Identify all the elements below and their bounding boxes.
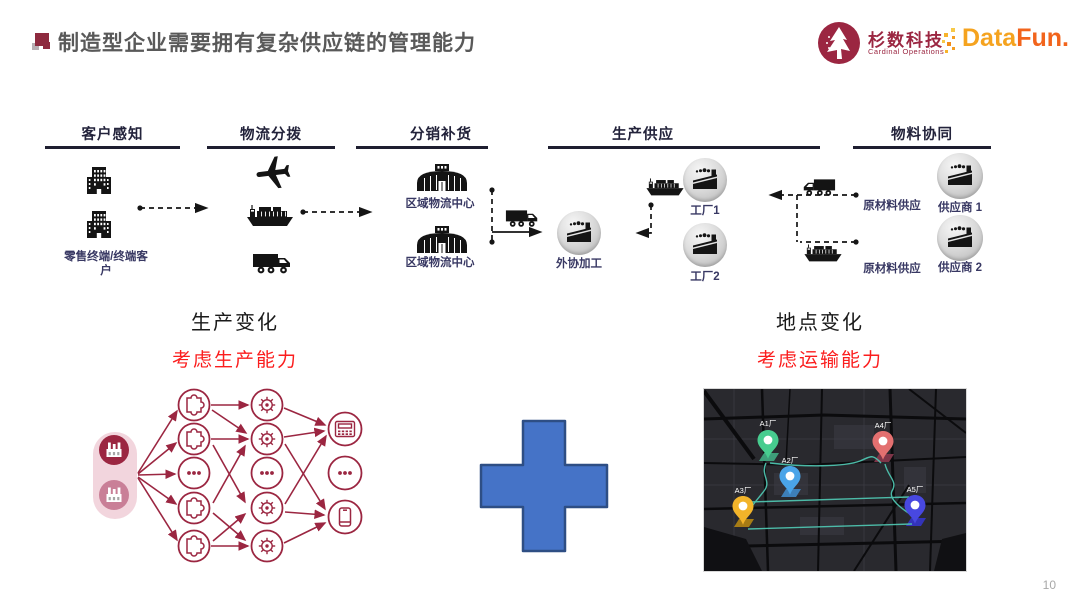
column-underline — [45, 146, 180, 149]
supplier1-label: 供应商 1 — [937, 202, 983, 214]
map-pin-a3 — [732, 496, 754, 525]
pin-label-a1: A1厂 — [759, 419, 777, 428]
cardinal-logo-name: 杉数科技 — [868, 31, 944, 50]
factory2-node — [683, 223, 727, 267]
factory2-label: 工厂2 — [690, 271, 720, 283]
truck-icon — [505, 210, 538, 227]
airplane-icon — [256, 156, 291, 189]
pin-base — [781, 489, 801, 497]
cargo-ship-icon — [247, 205, 293, 226]
cardinal-logo-icon — [818, 22, 860, 64]
retail-terminal-label: 零售终端/终端客户 — [64, 251, 148, 278]
outsource-factory-node — [557, 211, 601, 255]
pin-label-a3: A3厂 — [734, 486, 752, 495]
column-header-material: 物料协同 — [891, 127, 953, 143]
supplier2-node — [937, 215, 983, 261]
column-header-logistics: 物流分拨 — [240, 127, 302, 143]
title-bullet-icon — [31, 33, 53, 51]
map-pin-a5 — [904, 495, 926, 524]
cardinal-logo-subtitle: Cardinal Operations — [868, 47, 945, 56]
rdc-label: 区域物流中心 — [405, 257, 475, 269]
datafun-logo-part1: Data — [962, 24, 1017, 52]
factory-icon — [693, 233, 717, 254]
column-underline — [548, 146, 820, 149]
map-routes — [745, 456, 914, 530]
warehouse-icon — [417, 164, 467, 191]
left-section-title: 生产变化 — [191, 312, 279, 334]
column-underline — [356, 146, 488, 149]
pin-base — [759, 453, 779, 461]
factory-icon — [948, 226, 972, 247]
datafun-logo: DataFun. — [962, 24, 1069, 53]
pin-label-a5: A5厂 — [906, 485, 924, 494]
map-pin-a1 — [757, 430, 779, 459]
pin-label-a4: A4厂 — [874, 421, 892, 430]
factory-icon — [567, 221, 591, 242]
raw-material-label: 原材料供应 — [863, 200, 921, 212]
raw-material-label: 原材料供应 — [863, 263, 921, 275]
column-underline — [207, 146, 335, 149]
outsource-label: 外协加工 — [556, 258, 602, 270]
pin-label-a2: A2厂 — [781, 456, 799, 465]
transport-map: A1厂 A2厂 A3厂 A4厂 A5厂 — [703, 388, 967, 572]
truck-icon — [253, 254, 290, 274]
factory-icon — [693, 168, 717, 189]
pin-base — [734, 519, 754, 527]
column-header-customer: 客户感知 — [81, 127, 144, 143]
truck-icon — [803, 179, 836, 196]
rdc-label: 区域物流中心 — [405, 198, 475, 210]
column-underline — [853, 146, 991, 149]
map-roads — [704, 389, 966, 571]
datafun-pixels-icon — [942, 28, 955, 53]
cargo-ship-icon — [804, 244, 842, 262]
map-pin-a4 — [872, 431, 894, 460]
office-building-icon — [87, 167, 111, 194]
datafun-logo-part2: Fun. — [1016, 24, 1069, 52]
left-section-subtitle: 考虑生产能力 — [171, 350, 298, 371]
warehouse-icon — [417, 226, 467, 253]
cargo-ship-icon — [646, 178, 684, 196]
production-network-diagram — [93, 388, 363, 563]
page-title: 制造型企业需要拥有复杂供应链的管理能力 — [58, 32, 476, 55]
column-header-distribution: 分销补货 — [410, 127, 472, 143]
office-building-icon — [87, 211, 111, 238]
factory1-label: 工厂1 — [690, 205, 720, 217]
plus-icon — [479, 419, 609, 553]
flow-connectors — [137, 187, 859, 245]
page-number: 10 — [1042, 578, 1056, 592]
factory-icon — [948, 164, 972, 185]
supplier2-label: 供应商 2 — [937, 262, 983, 274]
supplier1-node — [937, 153, 983, 199]
map-pin-a2 — [779, 466, 801, 495]
column-header-production: 生产供应 — [612, 127, 674, 143]
factory1-node — [683, 158, 727, 202]
right-section-title: 地点变化 — [776, 312, 864, 334]
right-section-subtitle: 考虑运输能力 — [756, 350, 883, 371]
